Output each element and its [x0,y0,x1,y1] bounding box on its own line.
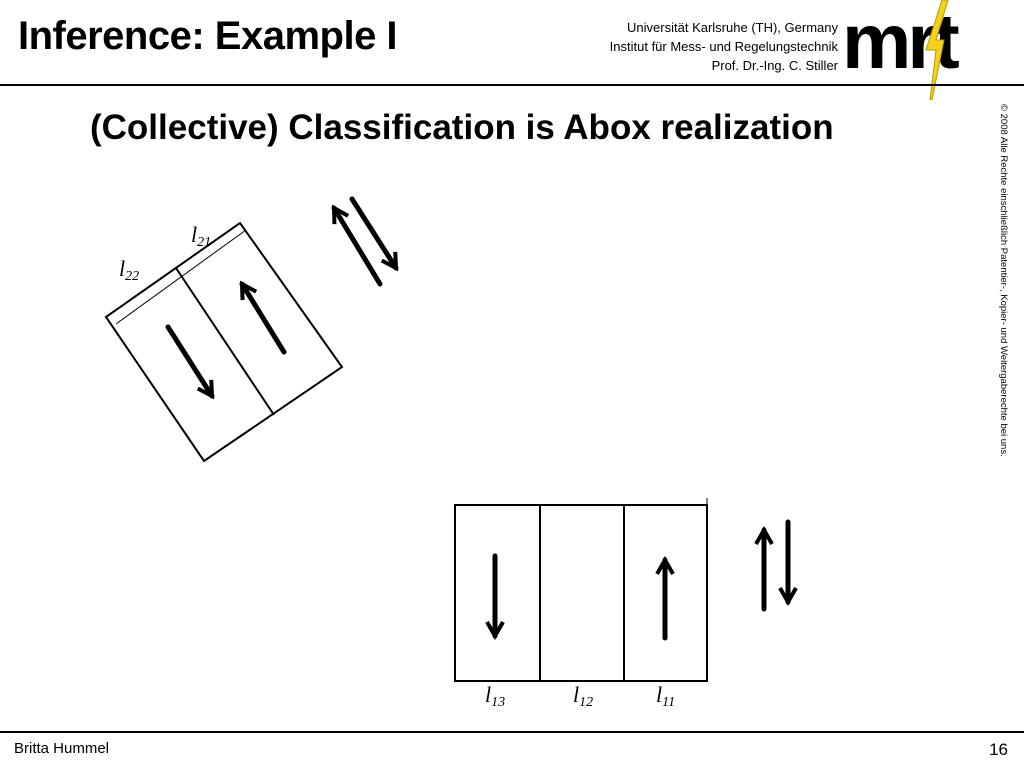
page-number: 16 [989,740,1008,759]
swap-arrows-icon [331,196,399,287]
label-l11: l11 [656,682,675,710]
arrow-down-icon [165,324,215,400]
cell-l12 [539,504,625,682]
institution-line-university: Universität Karlsruhe (TH), Germany [627,20,838,35]
label-l22: l22 [119,256,139,284]
mrt-logo: mrt [842,0,964,100]
label-l12: l12 [573,682,593,710]
label-l21: l21 [191,222,211,250]
tilted-box-edge-tick [115,229,247,325]
institution-line-professor: Prof. Dr.-Ing. C. Stiller [711,58,838,73]
institution-info: Universität Karlsruhe (TH), Germany Inst… [610,18,838,75]
institution-line-institute: Institut für Mess- und Regelungstechnik [609,39,838,54]
straight-box: l13 l12 l11 [454,498,708,710]
tilted-box-outline [104,221,344,463]
lightning-bolt-icon [925,0,949,100]
tilted-box-divider [175,267,275,416]
arrow-up-icon [239,280,287,355]
label-l13: l13 [485,682,505,710]
slide-subtitle: (Collective) Classification is Abox real… [90,108,834,147]
slide-title: Inference: Example I [18,14,398,58]
header-divider [0,84,1024,86]
cell-l11 [623,504,708,682]
tilted-box: l21 l22 [104,221,344,463]
presenter-name: Britta Hummel [14,740,110,757]
footer-divider [0,731,1024,733]
swap-arrows-icon [754,519,798,612]
